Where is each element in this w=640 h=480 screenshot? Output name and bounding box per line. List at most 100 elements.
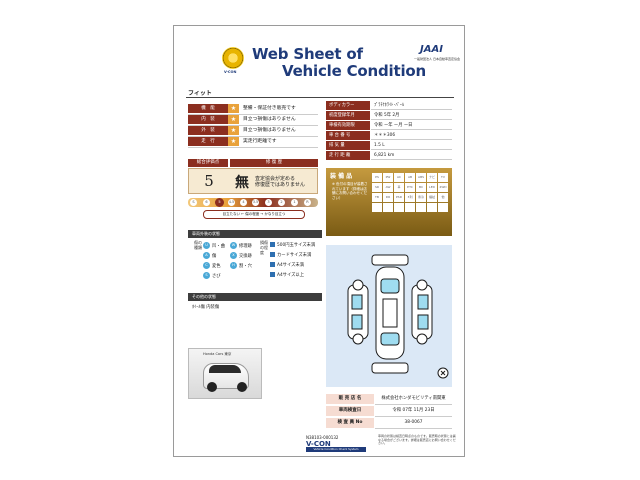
equipment-cell bbox=[427, 203, 437, 212]
legend-code-icon: C bbox=[203, 262, 210, 269]
equipment-cell: TV bbox=[438, 173, 448, 182]
equipment-title: 装 備 品 bbox=[330, 173, 353, 180]
legend-size-2: カードサイズ未満 bbox=[270, 252, 311, 258]
jaai-logo: JAAI bbox=[420, 44, 443, 55]
legend-label: 凹・曲 bbox=[212, 244, 225, 249]
spec-row-registration: 初度登録年月 令和 5年 2月 bbox=[326, 111, 452, 121]
vcon-seal-icon bbox=[222, 47, 244, 69]
grade-scale: S 6 5 4.5 4 3.5 3 2 1 R bbox=[188, 198, 318, 207]
eval-text: 目立つ損傷はありません bbox=[243, 117, 296, 122]
grade-mark: 3 bbox=[265, 199, 272, 206]
score-head-repair: 修 復 歴 bbox=[230, 159, 318, 167]
legend-size-1: 500円玉サイズ未満 bbox=[270, 242, 315, 248]
equipment-cell bbox=[394, 203, 404, 212]
damage-type-group-label: 傷の種類 bbox=[194, 240, 202, 250]
sales-label: 検 査 員 No bbox=[326, 418, 374, 428]
spec-value: 令和 ー年 ー月 ー日 bbox=[371, 121, 452, 130]
star-icon: ★ bbox=[228, 137, 239, 146]
car-window-icon bbox=[209, 365, 241, 373]
model-name: フィット bbox=[188, 90, 212, 97]
equipment-cell: PS bbox=[372, 173, 382, 182]
equipment-cell: ABS bbox=[416, 173, 426, 182]
equipment-cell bbox=[405, 203, 415, 212]
equipment-cell: AC bbox=[394, 173, 404, 182]
grade-mark: 1 bbox=[291, 199, 298, 206]
eval-row-mileage: 走 行 ★ 実走行距離です bbox=[188, 137, 318, 148]
equipment-cell: AW bbox=[383, 183, 393, 192]
equipment-cell: 他 bbox=[438, 193, 448, 202]
equipment-note: ※ 色付の項目が装着されています（詳細は店舗にお問い合わせください） bbox=[332, 182, 368, 200]
grade-mark: R bbox=[304, 199, 311, 206]
equipment-cell: SR bbox=[372, 183, 382, 192]
size-square-icon bbox=[270, 252, 275, 257]
eval-text: 整備・保証付き販売です bbox=[243, 106, 296, 111]
equipment-cell: PW bbox=[383, 173, 393, 182]
equipment-cell: DR bbox=[383, 193, 393, 202]
equipment-cell: 4WD bbox=[438, 183, 448, 192]
legend-code-icon: S bbox=[203, 272, 210, 279]
legend-label: 修理跡 bbox=[239, 244, 252, 249]
footer-note: 車両の状態は検査日時点のものです。販売時の状態とは異なる場合がございます。詳細は… bbox=[378, 434, 456, 446]
title-line-2: Vehicle Condition bbox=[282, 62, 426, 80]
sales-value: 38-0067 bbox=[375, 418, 452, 429]
vcon-logo: V-CON bbox=[306, 440, 331, 448]
scale-note: 目立たない ← 傷の程度 → かなり目立つ bbox=[203, 210, 305, 219]
legend-size-4: A4サイズ以上 bbox=[270, 272, 304, 278]
grade-mark: 4 bbox=[240, 199, 247, 206]
spec-row-mileage: 走 行 距 離 6,821 km bbox=[326, 151, 452, 161]
title-line-1: Web Sheet of bbox=[252, 45, 363, 63]
other-section-head: その他の状態 bbox=[188, 293, 322, 301]
size-square-icon bbox=[270, 242, 275, 247]
spec-label: ボディカラー bbox=[326, 101, 370, 110]
overall-score: 5 bbox=[204, 172, 214, 190]
spec-row-displacement: 排 気 量 1.5 L bbox=[326, 141, 452, 151]
equipment-cell bbox=[372, 203, 382, 212]
spec-row-color: ボディカラー ﾌﾟﾗﾁﾅﾎﾜｲﾄ･ﾊﾟｰﾙ bbox=[326, 101, 452, 111]
spec-label: 車検有効期限 bbox=[326, 121, 370, 130]
other-condition-text: ﾎｲｰﾙ傷 内装傷 bbox=[192, 305, 220, 310]
eval-row-exterior: 外 装 ★ 目立つ損傷はありません bbox=[188, 126, 318, 137]
equipment-cell: ナビ bbox=[427, 173, 437, 182]
legend-label: 交換跡 bbox=[239, 254, 252, 259]
damage-size-group-label: 損傷の程度 bbox=[260, 240, 268, 255]
spec-label: 初度登録年月 bbox=[326, 111, 370, 120]
car-outline-icon bbox=[347, 254, 449, 379]
equipment-cell: 3列 bbox=[405, 193, 415, 202]
eval-text: 目立つ損傷はありません bbox=[243, 128, 296, 133]
spec-label: 排 気 量 bbox=[326, 141, 370, 150]
spec-value: 1.5 L bbox=[371, 141, 452, 150]
repair-text-line-1: 査定協会が定める bbox=[255, 176, 296, 182]
spec-value: 令和 5年 2月 bbox=[371, 111, 452, 120]
sheet-title: Web Sheet of Vehicle Condition bbox=[252, 46, 426, 80]
equipment-cell bbox=[383, 203, 393, 212]
grade-mark: 4.5 bbox=[228, 199, 235, 206]
star-icon: ★ bbox=[228, 104, 239, 113]
sales-row-inspector-no: 検 査 員 No 38-0067 bbox=[326, 418, 452, 429]
damage-section-head: 車両外装の状態 bbox=[188, 230, 322, 238]
size-square-icon bbox=[270, 262, 275, 267]
legend-code-icon: W bbox=[230, 242, 237, 249]
repair-text-line-2: 修復歴ではありません bbox=[255, 182, 305, 188]
sales-label: 車両検査日 bbox=[326, 406, 374, 416]
equipment-cell: 革 bbox=[394, 183, 404, 192]
equipment-cell: 福祉 bbox=[427, 193, 437, 202]
eval-row-interior: 内 装 ★ 目立つ損傷はありません bbox=[188, 115, 318, 126]
star-icon: ★ bbox=[228, 126, 239, 135]
seal-label: V-CON bbox=[224, 70, 237, 74]
legend-code-icon: X bbox=[230, 252, 237, 259]
equipment-cell: 寒冷 bbox=[416, 193, 426, 202]
legend-size-3: A4サイズ未満 bbox=[270, 262, 304, 268]
grade-mark: S bbox=[190, 199, 197, 206]
sales-value: 令和 07年 11月 23日 bbox=[375, 406, 452, 417]
legend-code-icon: H bbox=[230, 262, 237, 269]
equipment-cell: AB bbox=[405, 173, 415, 182]
grade-mark: 6 bbox=[203, 199, 210, 206]
equipment-cell bbox=[416, 203, 426, 212]
wheel-icon bbox=[207, 382, 217, 392]
